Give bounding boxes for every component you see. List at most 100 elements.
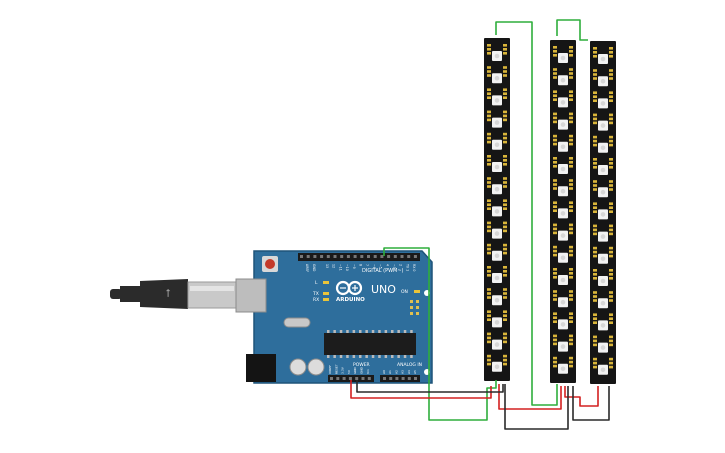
- led-pad: [487, 266, 491, 269]
- led-pad: [593, 299, 597, 302]
- led-strip-3[interactable]: [590, 41, 616, 384]
- chip-pin: [378, 355, 381, 358]
- analog-pin-hole[interactable]: [383, 377, 386, 380]
- led-pad: [609, 321, 613, 324]
- digital-pin-hole[interactable]: [340, 255, 344, 258]
- analog-pin-hole[interactable]: [414, 377, 417, 380]
- analog-header[interactable]: [380, 375, 420, 382]
- analog-pin-hole[interactable]: [395, 377, 399, 380]
- led-lens: [494, 275, 500, 281]
- reset-button-cap[interactable]: [265, 259, 275, 269]
- digital-pin-label: 12: [332, 264, 336, 268]
- digital-pin-hole[interactable]: [313, 255, 317, 258]
- led-pad: [503, 88, 507, 91]
- crystal-oscillator: [283, 317, 311, 328]
- led-pad: [593, 184, 597, 187]
- led-pad: [503, 362, 507, 366]
- power-pin-hole[interactable]: [367, 377, 371, 380]
- wire-data-arduino-to-strip1[interactable]: [383, 247, 497, 421]
- led-pad: [487, 251, 491, 255]
- led-pad: [609, 143, 613, 147]
- digital-pin-hole[interactable]: [360, 255, 364, 258]
- led-pad: [553, 245, 557, 249]
- icsp-pin: [416, 312, 419, 315]
- usb-cable[interactable]: ⭡: [110, 279, 237, 309]
- digital-pin-hole[interactable]: [306, 255, 310, 258]
- led-pad: [503, 266, 507, 269]
- led-pad: [503, 274, 507, 277]
- led-pad: [593, 77, 597, 80]
- led-lens: [494, 231, 500, 236]
- digital-pin-hole[interactable]: [407, 255, 411, 258]
- power-pin-hole[interactable]: [348, 377, 352, 380]
- led-lens: [560, 233, 566, 238]
- wire-5v-strip1-to-strip2[interactable]: [498, 384, 562, 410]
- led-pad: [503, 114, 507, 118]
- analog-pin-hole[interactable]: [407, 377, 411, 380]
- led-pad: [593, 277, 597, 280]
- wire-5v-strip2-to-strip3[interactable]: [564, 386, 599, 407]
- led-pad: [553, 320, 557, 323]
- led-lens: [560, 322, 566, 327]
- power-pin-hole[interactable]: [342, 377, 346, 380]
- digital-pin-hole[interactable]: [373, 255, 377, 258]
- digital-pin-hole[interactable]: [320, 255, 324, 258]
- power-pin-hole[interactable]: [361, 377, 365, 380]
- digital-pin-hole[interactable]: [413, 255, 417, 258]
- led-pad: [503, 110, 507, 114]
- led-pad: [609, 291, 613, 294]
- led-pad: [553, 183, 557, 186]
- digital-pin-hole[interactable]: [353, 255, 357, 258]
- chip-pin: [410, 355, 413, 358]
- chip-pin: [397, 355, 400, 358]
- led-pad: [609, 188, 613, 191]
- wire-gnd-strip1-to-strip2[interactable]: [504, 384, 569, 430]
- led-pad: [609, 224, 613, 228]
- digital-pin-hole[interactable]: [326, 255, 330, 258]
- led-strip-2[interactable]: [550, 40, 576, 383]
- led-lens: [560, 166, 566, 172]
- led-pad: [569, 253, 573, 257]
- brand-label: ARDUINO: [336, 297, 365, 303]
- digital-pin-hole[interactable]: [300, 255, 303, 258]
- led-pad: [593, 313, 597, 316]
- chip-pin: [327, 330, 330, 333]
- led-pad: [569, 68, 573, 71]
- digital-pin-hole[interactable]: [393, 255, 397, 258]
- led-pad: [553, 209, 557, 212]
- led-lens: [494, 75, 500, 81]
- wires: [350, 19, 610, 430]
- digital-pin-hole[interactable]: [333, 255, 337, 258]
- led-pad: [487, 310, 491, 313]
- wire-data-strip1-to-strip2[interactable]: [495, 21, 558, 406]
- led-pad: [487, 118, 491, 122]
- led-pad: [553, 356, 557, 360]
- led-pad: [569, 360, 573, 364]
- digital-pin-hole[interactable]: [380, 255, 384, 258]
- led-pad: [593, 273, 597, 276]
- led-lens: [600, 189, 606, 195]
- wire-gnd-to-strip1[interactable]: [356, 380, 504, 393]
- led-pad: [553, 201, 557, 204]
- wire-gnd-strip2-to-strip3[interactable]: [572, 386, 610, 421]
- digital-pin-hole[interactable]: [387, 255, 391, 258]
- power-label: POWER: [353, 362, 370, 368]
- power-pin-hole[interactable]: [330, 377, 333, 380]
- led-lens: [560, 344, 566, 349]
- led-pad: [503, 96, 507, 99]
- analog-pin-label: A3: [401, 370, 405, 374]
- analog-pin-hole[interactable]: [389, 377, 393, 380]
- digital-pin-hole[interactable]: [400, 255, 404, 258]
- digital-pin-hole[interactable]: [367, 255, 370, 258]
- power-pin-hole[interactable]: [336, 377, 340, 380]
- led-pad: [593, 121, 597, 125]
- led-pad: [503, 358, 507, 362]
- digital-pin-hole[interactable]: [346, 255, 350, 258]
- wire-data-strip2-to-strip3[interactable]: [556, 19, 588, 41]
- power-pin-hole[interactable]: [355, 377, 359, 380]
- led-strip-1[interactable]: [484, 38, 510, 381]
- analog-pin-hole[interactable]: [401, 377, 405, 380]
- led-pad: [593, 269, 597, 272]
- digital-header[interactable]: [298, 253, 420, 261]
